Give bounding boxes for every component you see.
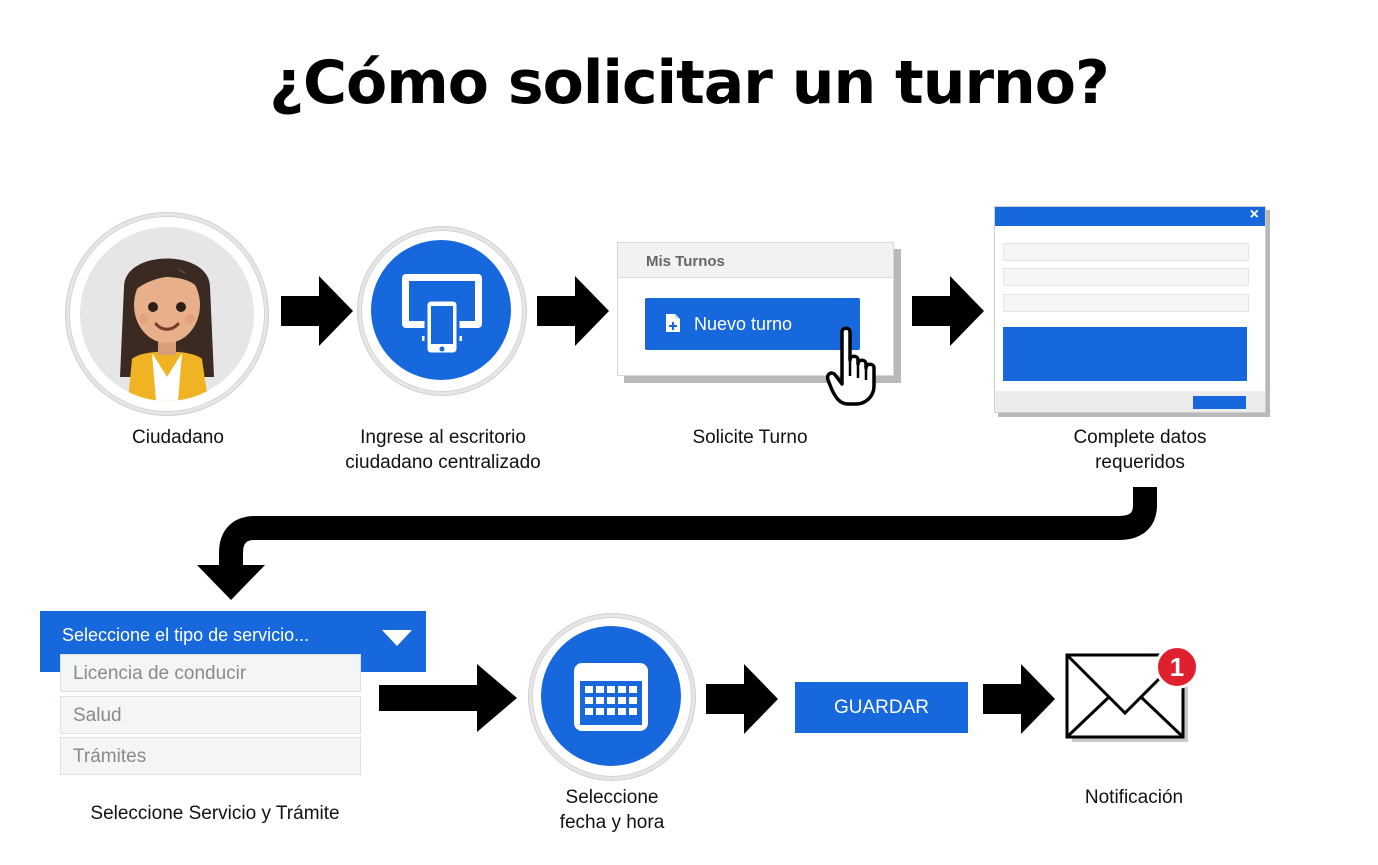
desktop-caption: Ingrese al escritorio ciudadano centrali… — [313, 425, 573, 475]
arrow-right-icon — [537, 276, 609, 346]
service-option[interactable]: Trámites — [60, 737, 361, 775]
calendar-icon — [574, 663, 648, 731]
nuevo-turno-button[interactable]: Nuevo turno — [645, 298, 860, 350]
hand-pointer-icon — [826, 326, 876, 406]
complete-caption: Complete datos requeridos — [1010, 425, 1270, 475]
notify-caption: Notificación — [1084, 787, 1184, 808]
service-caption: Seleccione Servicio y Trámite — [90, 803, 340, 824]
arrow-right-icon — [281, 276, 353, 346]
desktop-caption-line1: Ingrese al escritorio — [360, 427, 526, 448]
form-submit-button[interactable] — [1193, 396, 1246, 409]
service-option[interactable]: Salud — [60, 696, 361, 734]
monitor-phone-icon — [402, 274, 482, 356]
guardar-button[interactable]: GUARDAR — [795, 682, 968, 733]
close-icon[interactable]: × — [1249, 206, 1259, 223]
service-option[interactable]: Licencia de conducir — [60, 654, 361, 692]
date-caption: Seleccione fecha y hora — [482, 785, 742, 835]
notification-badge-count: 1 — [1169, 652, 1185, 682]
date-caption-line2: fecha y hora — [559, 812, 665, 833]
arrow-right-icon — [706, 664, 778, 734]
form-text-area[interactable] — [1003, 327, 1247, 381]
mis-turnos-title: Mis Turnos — [618, 243, 893, 278]
arrow-right-icon — [379, 664, 517, 732]
form-field[interactable] — [1003, 294, 1249, 312]
complete-caption-line1: Complete datos — [1073, 427, 1207, 448]
notification-badge: 1 — [1155, 645, 1199, 689]
nuevo-turno-label: Nuevo turno — [694, 314, 793, 334]
citizen-caption: Ciudadano — [132, 427, 224, 448]
arrow-right-icon — [912, 276, 984, 346]
desktop-caption-line2: ciudadano centralizado — [345, 452, 541, 473]
service-select-label: Seleccione el tipo de servicio... — [62, 625, 310, 645]
form-field[interactable] — [1003, 243, 1249, 261]
chevron-down-icon — [382, 630, 412, 646]
citizen-avatar-icon — [80, 227, 254, 401]
connector-arrow-icon — [197, 487, 1157, 600]
complete-caption-line2: requeridos — [1095, 452, 1185, 473]
page-title: ¿Cómo solicitar un turno? — [269, 48, 1110, 118]
date-caption-line1: Seleccione — [565, 787, 659, 808]
arrow-right-icon — [983, 664, 1055, 734]
form-field[interactable] — [1003, 268, 1249, 286]
document-add-icon — [666, 314, 680, 332]
request-caption: Solicite Turno — [692, 427, 808, 448]
form-title-bar: × — [995, 206, 1265, 226]
form-window: × — [994, 206, 1266, 413]
